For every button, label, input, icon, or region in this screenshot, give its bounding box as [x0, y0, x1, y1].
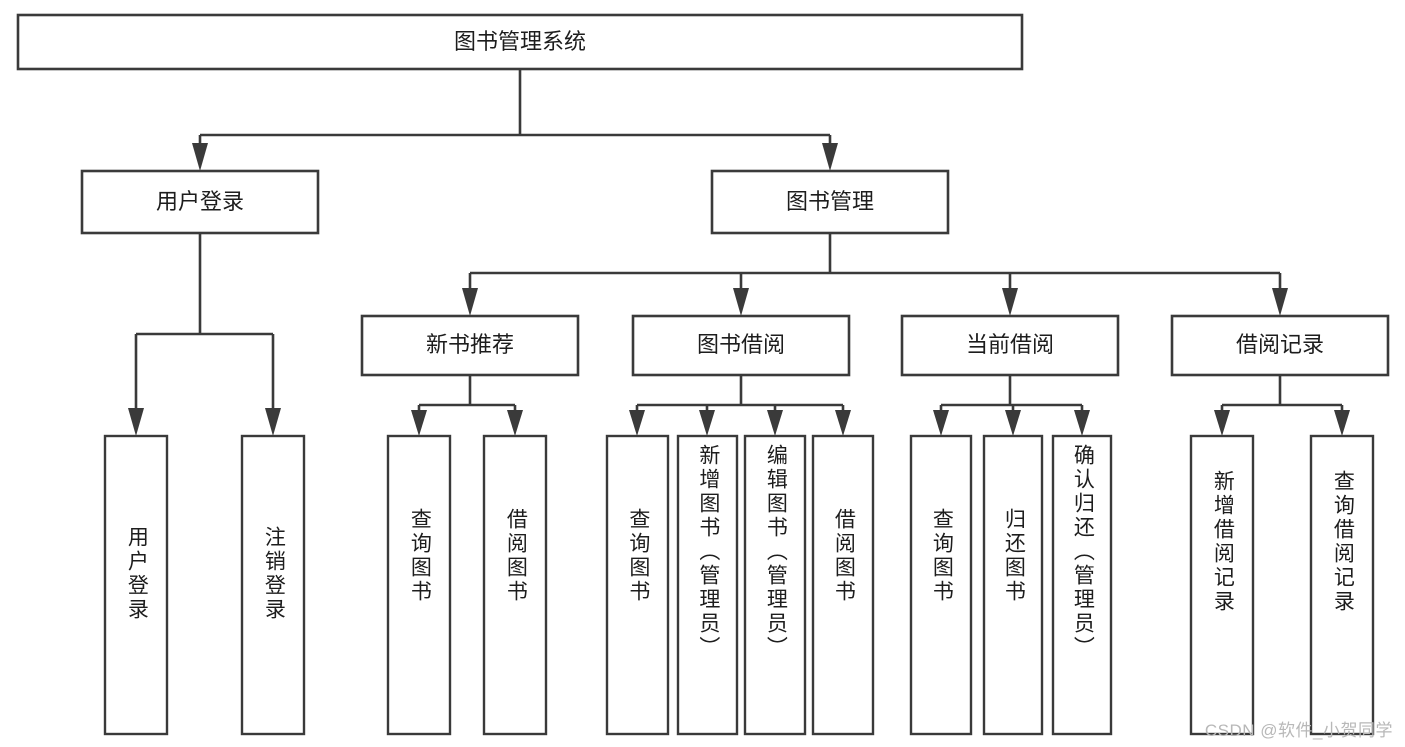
leaf-box-borrow-add-book-admin[interactable]	[676, 434, 739, 736]
arrow-head-bookborrow-leaf-3	[767, 410, 783, 436]
node-current-borrow-label: 当前借阅	[966, 332, 1054, 357]
arrow-head-bookborrow-leaf-2	[699, 410, 715, 436]
leaf-box-newbook-borrow-book[interactable]	[482, 434, 548, 736]
arrow-head-book-borrow	[733, 288, 749, 316]
leaf-box-layer	[103, 434, 1375, 736]
arrow-head-leaf-logout	[265, 408, 281, 436]
arrow-head-borrowrecord-leaf-2	[1334, 410, 1350, 436]
arrow-head-leaf-user-login	[128, 408, 144, 436]
node-book-borrow-label: 图书借阅	[697, 332, 785, 357]
node-new-book-recommend[interactable]: 新书推荐	[360, 314, 580, 377]
leaf-box-newbook-query-book[interactable]	[386, 434, 452, 736]
node-root-box[interactable]	[16, 13, 1024, 71]
node-new-book-recommend-label: 新书推荐	[426, 332, 514, 357]
node-new-book-recommend-box[interactable]	[360, 314, 580, 377]
leaf-box-current-confirm-return-admin[interactable]	[1051, 434, 1113, 736]
connector-layer	[128, 69, 1350, 436]
node-root[interactable]: 图书管理系统	[16, 13, 1024, 71]
node-user-login-label: 用户登录	[156, 189, 244, 214]
arrow-head-currentborrow-leaf-2	[1005, 410, 1021, 436]
arrow-head-currentborrow-leaf-1	[933, 410, 949, 436]
arrow-head-newbook-leaf-1	[411, 410, 427, 436]
arrow-head-book-mgmt	[822, 143, 838, 171]
node-user-login-box[interactable]	[80, 169, 320, 235]
arrow-head-current-borrow	[1002, 288, 1018, 316]
leaf-box-borrow-query-book[interactable]	[605, 434, 670, 736]
leaf-box-user-login[interactable]	[103, 434, 169, 736]
node-borrow-record-box[interactable]	[1170, 314, 1390, 377]
node-borrow-record-label: 借阅记录	[1236, 332, 1324, 357]
node-borrow-record[interactable]: 借阅记录	[1170, 314, 1390, 377]
node-current-borrow-box[interactable]	[900, 314, 1120, 377]
leaf-box-logout[interactable]	[240, 434, 306, 736]
node-book-management[interactable]: 图书管理	[710, 169, 950, 235]
arrow-head-bookborrow-leaf-4	[835, 410, 851, 436]
leaf-box-current-query-book[interactable]	[909, 434, 973, 736]
node-current-borrow[interactable]: 当前借阅	[900, 314, 1120, 377]
leaf-box-record-add-record[interactable]	[1189, 434, 1255, 736]
node-user-login[interactable]: 用户登录	[80, 169, 320, 235]
arrow-head-bookborrow-leaf-1	[629, 410, 645, 436]
arrow-head-borrow-record	[1272, 288, 1288, 316]
leaf-box-record-query-record[interactable]	[1309, 434, 1375, 736]
node-book-management-box[interactable]	[710, 169, 950, 235]
node-book-borrow[interactable]: 图书借阅	[631, 314, 851, 377]
arrow-head-newbook-leaf-2	[507, 410, 523, 436]
node-root-label: 图书管理系统	[454, 29, 586, 54]
arrow-head-new-book-rec	[462, 288, 478, 316]
arrow-head-currentborrow-leaf-3	[1074, 410, 1090, 436]
node-book-borrow-box[interactable]	[631, 314, 851, 377]
leaf-box-current-return-book[interactable]	[982, 434, 1044, 736]
leaf-box-borrow-borrow-book[interactable]	[811, 434, 875, 736]
arrow-head-user-login	[192, 143, 208, 171]
leaf-box-borrow-edit-book-admin[interactable]	[743, 434, 807, 736]
node-book-management-label: 图书管理	[786, 189, 874, 214]
csdn-watermark: CSDN @软件_小贺同学	[1204, 721, 1393, 740]
arrow-head-borrowrecord-leaf-1	[1214, 410, 1230, 436]
